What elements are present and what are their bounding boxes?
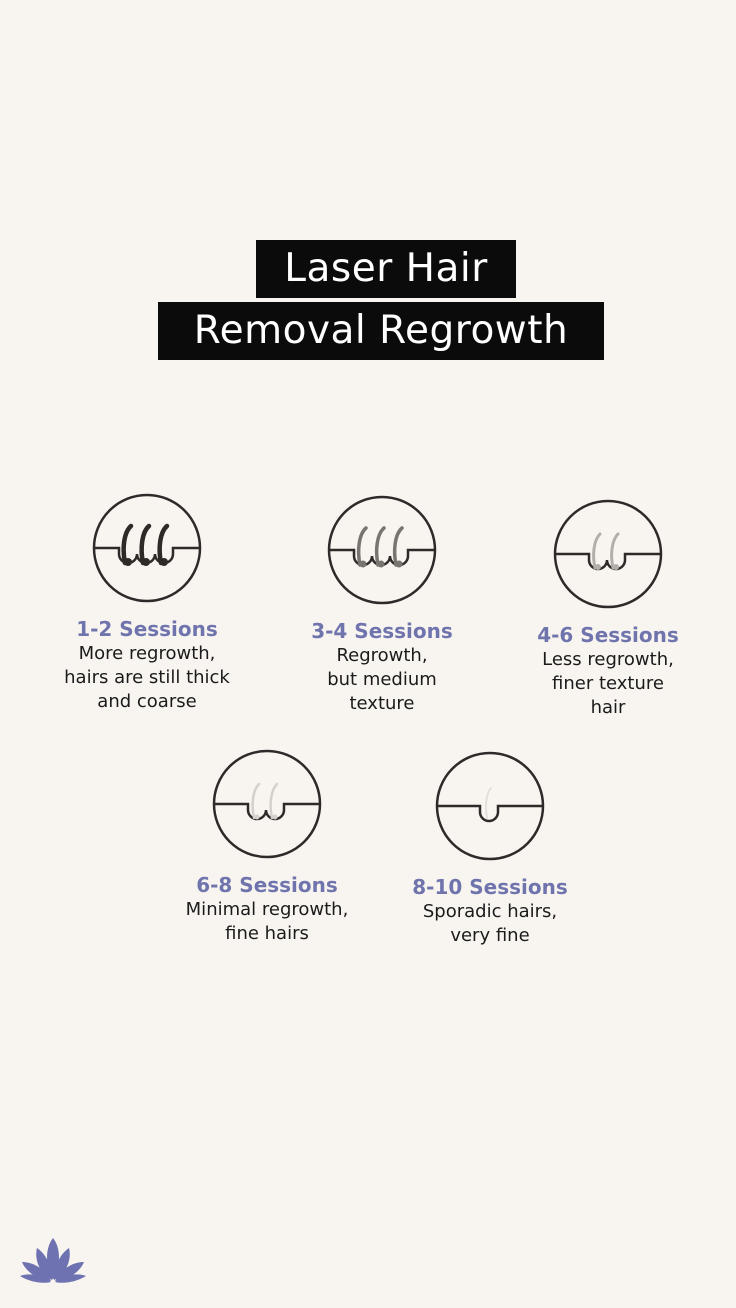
thick-hair-follicle-icon [92,493,202,603]
fine-hair-follicle-icon [553,499,663,609]
medium-hair-follicle-icon [327,495,437,605]
description-line: hair [590,697,626,718]
stage-card-3-4-sessions: 3-4 Sessions Regrowth, but medium textur… [262,494,502,716]
stage-card-1-2-sessions: 1-2 Sessions More regrowth, hairs are st… [27,492,267,714]
sessions-label: 4-6 Sessions [537,623,679,647]
stage-description: Less regrowth, finer texture hair [488,648,728,720]
page-title-line-2: Removal Regrowth [158,302,604,360]
description-line: very fine [450,925,530,946]
stage-card-4-6-sessions: 4-6 Sessions Less regrowth, finer textur… [488,498,728,720]
description-line: texture [349,693,415,714]
sessions-label: 3-4 Sessions [311,619,453,643]
description-line: hairs are still thick [64,667,230,688]
sessions-label: 8-10 Sessions [412,875,568,899]
description-line: Less regrowth, [542,649,674,670]
stage-description: Sporadic hairs, very fine [370,900,610,948]
description-line: but medium [327,669,437,690]
sessions-label: 1-2 Sessions [76,617,218,641]
stage-card-6-8-sessions: 6-8 Sessions Minimal regrowth, fine hair… [147,748,387,946]
description-line: Minimal regrowth, [185,899,349,920]
stage-description: Regrowth, but medium texture [262,644,502,716]
description-line: finer texture [552,673,664,694]
page-title-line-1: Laser Hair [256,240,516,298]
description-line: More regrowth, [78,643,216,664]
sessions-label: 6-8 Sessions [196,873,338,897]
description-line: fine hairs [225,923,309,944]
lotus-icon [20,1238,86,1283]
stage-card-8-10-sessions: 8-10 Sessions Sporadic hairs, very fine [370,750,610,948]
sporadic-hair-follicle-icon [435,751,545,861]
description-line: Regrowth, [336,645,428,666]
description-line: and coarse [97,691,197,712]
minimal-hair-follicle-icon [212,749,322,859]
stage-description: Minimal regrowth, fine hairs [147,898,387,946]
stage-description: More regrowth, hairs are still thick and… [27,642,267,714]
description-line: Sporadic hairs, [422,901,558,922]
